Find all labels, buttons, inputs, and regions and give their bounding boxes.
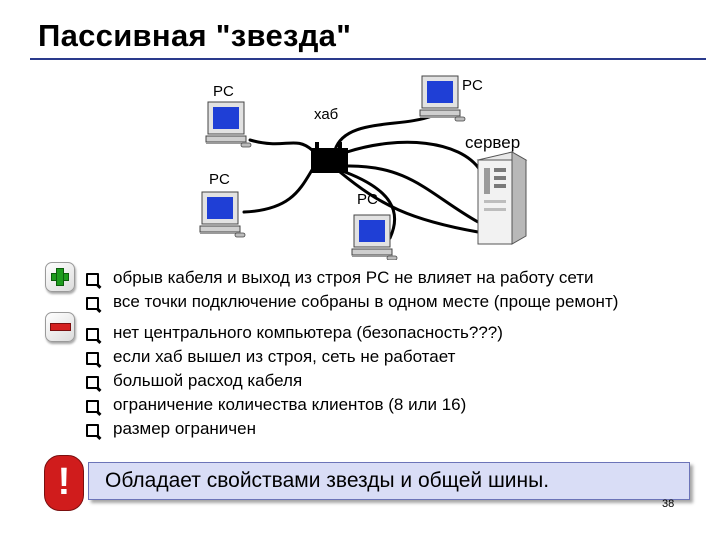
minus-icon xyxy=(45,312,75,342)
pros-item: все точки подключение собраны в одном ме… xyxy=(86,290,618,314)
summary-note-text: Обладает свойствами звезды и общей шины. xyxy=(105,469,550,492)
cons-item: если хаб вышел из строя, сеть не работае… xyxy=(86,345,503,369)
pc-top-left-label: PC xyxy=(213,83,234,100)
hub xyxy=(311,142,348,173)
cables xyxy=(242,114,482,240)
bullet-icon xyxy=(86,400,99,413)
pc-top-right-label: PC xyxy=(462,77,483,94)
pros-item: обрыв кабеля и выход из строя PC не влия… xyxy=(86,266,618,290)
page-number: 38 xyxy=(662,498,675,510)
cons-item: ограничение количества клиентов (8 или 1… xyxy=(86,393,503,417)
cable-server-2 xyxy=(345,164,480,224)
bullet-icon xyxy=(86,273,99,286)
cons-item: размер ограничен xyxy=(86,417,503,441)
pc-top-left xyxy=(205,101,252,148)
pc-mid-left-label: PC xyxy=(209,171,230,188)
bullet-icon xyxy=(86,424,99,437)
title-divider xyxy=(30,58,706,60)
pc-bottom xyxy=(351,214,398,260)
pc-mid-left xyxy=(199,191,246,238)
cons-item: большой расход кабеля xyxy=(86,369,503,393)
network-diagram: PC PC хаб сервер PC PC xyxy=(199,75,528,260)
cons-list: нет центрального компьютера (безопасност… xyxy=(86,321,503,441)
cable-pc-top-left xyxy=(248,138,314,152)
summary-note: Обладает свойствами звезды и общей шины. xyxy=(88,462,690,500)
pc-top-right xyxy=(419,75,466,122)
cable-pc-mid-left xyxy=(242,168,314,214)
bullet-icon xyxy=(86,376,99,389)
pros-list: обрыв кабеля и выход из строя PC не влия… xyxy=(86,266,618,314)
bullet-icon xyxy=(86,328,99,341)
server xyxy=(476,151,528,245)
plus-icon xyxy=(45,262,75,292)
bullet-icon xyxy=(86,352,99,365)
cable-server-1 xyxy=(345,140,482,172)
hub-label: хаб xyxy=(314,106,338,123)
bullet-icon xyxy=(86,297,99,310)
cable-server-3 xyxy=(338,170,480,234)
cons-item: нет центрального компьютера (безопасност… xyxy=(86,321,503,345)
pc-bottom-label: PC xyxy=(357,191,378,208)
page-title: Пассивная "звезда" xyxy=(38,18,352,53)
cable-pc-bottom xyxy=(343,170,397,240)
server-label: сервер xyxy=(465,133,520,152)
cable-pc-top-right xyxy=(333,114,434,152)
exclamation-icon: ! xyxy=(44,455,84,511)
